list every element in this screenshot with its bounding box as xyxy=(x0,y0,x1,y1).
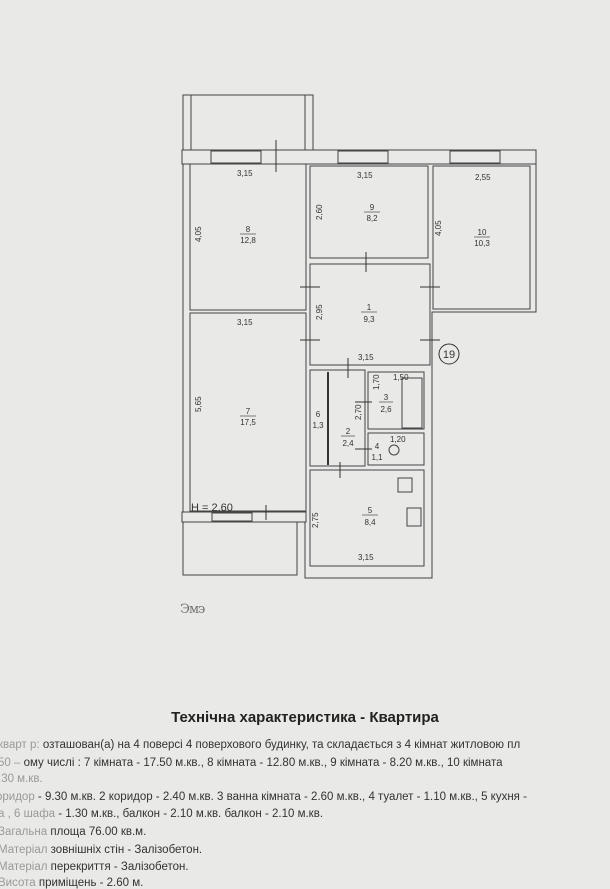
spec-line: оридор - 9.30 м.кв. 2 коридор - 2.40 м.к… xyxy=(0,791,527,803)
svg-text:1,1: 1,1 xyxy=(371,453,383,462)
svg-text:3: 3 xyxy=(384,393,389,402)
svg-text:2,95: 2,95 xyxy=(315,304,324,320)
svg-text:10: 10 xyxy=(478,228,487,237)
room-5 xyxy=(309,469,425,567)
room-10 xyxy=(432,165,531,310)
spec-line: .30 м.кв. xyxy=(0,773,43,785)
svg-text:2,75: 2,75 xyxy=(311,512,320,528)
room-label: 32,6 xyxy=(379,393,393,414)
bathtub xyxy=(401,377,423,429)
svg-text:8: 8 xyxy=(246,225,251,234)
svg-text:5,65: 5,65 xyxy=(194,396,203,412)
room-label: 58,4 xyxy=(362,506,378,527)
room-label: 19,3 xyxy=(361,303,377,324)
room-9 xyxy=(309,165,429,259)
room-7 xyxy=(189,312,307,512)
ceiling-height: H = 2,60 xyxy=(191,502,233,514)
spec-line: а , 6 шафа - 1.30 м.кв., балкон - 2.10 м… xyxy=(0,808,324,820)
room-label: 61,3 xyxy=(312,410,324,430)
spec-line: Матеріал перекриття - Залізобетон. xyxy=(0,861,189,873)
svg-text:8,4: 8,4 xyxy=(364,518,376,527)
svg-text:3,15: 3,15 xyxy=(237,318,253,327)
svg-text:8,2: 8,2 xyxy=(366,214,378,223)
spec-line: 50 – ому числі : 7 кімната - 17.50 м.кв.… xyxy=(0,757,503,769)
window xyxy=(211,512,253,522)
svg-text:17,5: 17,5 xyxy=(240,418,256,427)
spec-line: Висота приміщень - 2.60 м. xyxy=(0,877,144,889)
svg-text:1,50: 1,50 xyxy=(393,373,409,382)
spec-line: кварт р: озташован(а) на 4 поверсі 4 пов… xyxy=(0,739,521,751)
svg-text:9,3: 9,3 xyxy=(363,315,375,324)
svg-text:4: 4 xyxy=(375,442,380,451)
room-label: 717,5 xyxy=(240,407,256,427)
window xyxy=(337,150,389,164)
balcony-top xyxy=(182,94,314,151)
svg-text:2,4: 2,4 xyxy=(342,439,354,448)
room-label: 22,4 xyxy=(341,427,355,448)
room-label: 98,2 xyxy=(364,203,380,223)
svg-text:6: 6 xyxy=(316,410,321,419)
svg-text:2: 2 xyxy=(346,427,351,436)
svg-text:3,15: 3,15 xyxy=(357,171,373,180)
svg-text:1,20: 1,20 xyxy=(390,435,406,444)
svg-text:3,15: 3,15 xyxy=(237,169,253,178)
room-6-2 xyxy=(309,369,366,467)
room-label: 41,1 xyxy=(371,442,383,462)
stove-icon xyxy=(406,507,422,527)
handwritten-mark: Эмэ xyxy=(180,602,205,617)
room-8 xyxy=(189,163,307,311)
svg-text:12,8: 12,8 xyxy=(240,236,256,245)
room-3 xyxy=(367,371,425,430)
svg-text:1: 1 xyxy=(367,303,372,312)
svg-text:4,05: 4,05 xyxy=(434,220,443,236)
svg-text:5: 5 xyxy=(368,506,373,515)
toilet-icon xyxy=(388,444,400,456)
svg-text:4,05: 4,05 xyxy=(194,226,203,242)
window xyxy=(449,150,501,164)
apartment-number: 19 xyxy=(443,349,455,361)
window xyxy=(210,150,262,164)
spec-line: Загальна площа 76.00 кв.м. xyxy=(0,826,147,838)
svg-text:7: 7 xyxy=(246,407,251,416)
room-label: 10 10,3 xyxy=(474,228,490,248)
svg-text:3,15: 3,15 xyxy=(358,353,374,362)
svg-text:2,60: 2,60 xyxy=(315,204,324,220)
room-1 xyxy=(309,263,431,366)
svg-text:3,15: 3,15 xyxy=(358,553,374,562)
svg-text:9: 9 xyxy=(370,203,375,212)
outer-wall-top xyxy=(181,149,537,165)
spec-title: Технічна характеристика - Квартира xyxy=(171,709,439,726)
svg-text:2,6: 2,6 xyxy=(380,405,392,414)
svg-text:10,3: 10,3 xyxy=(474,239,490,248)
svg-text:2,70: 2,70 xyxy=(354,404,363,420)
apartment-number-circle xyxy=(438,343,460,365)
svg-text:1,70: 1,70 xyxy=(372,374,381,390)
room-label: 812,8 xyxy=(240,225,256,245)
svg-text:2,55: 2,55 xyxy=(475,173,491,182)
spec-line: Матеріал зовнішніх стін - Залізобетон. xyxy=(0,844,203,856)
sink-icon xyxy=(397,477,413,493)
svg-text:1,3: 1,3 xyxy=(312,421,324,430)
